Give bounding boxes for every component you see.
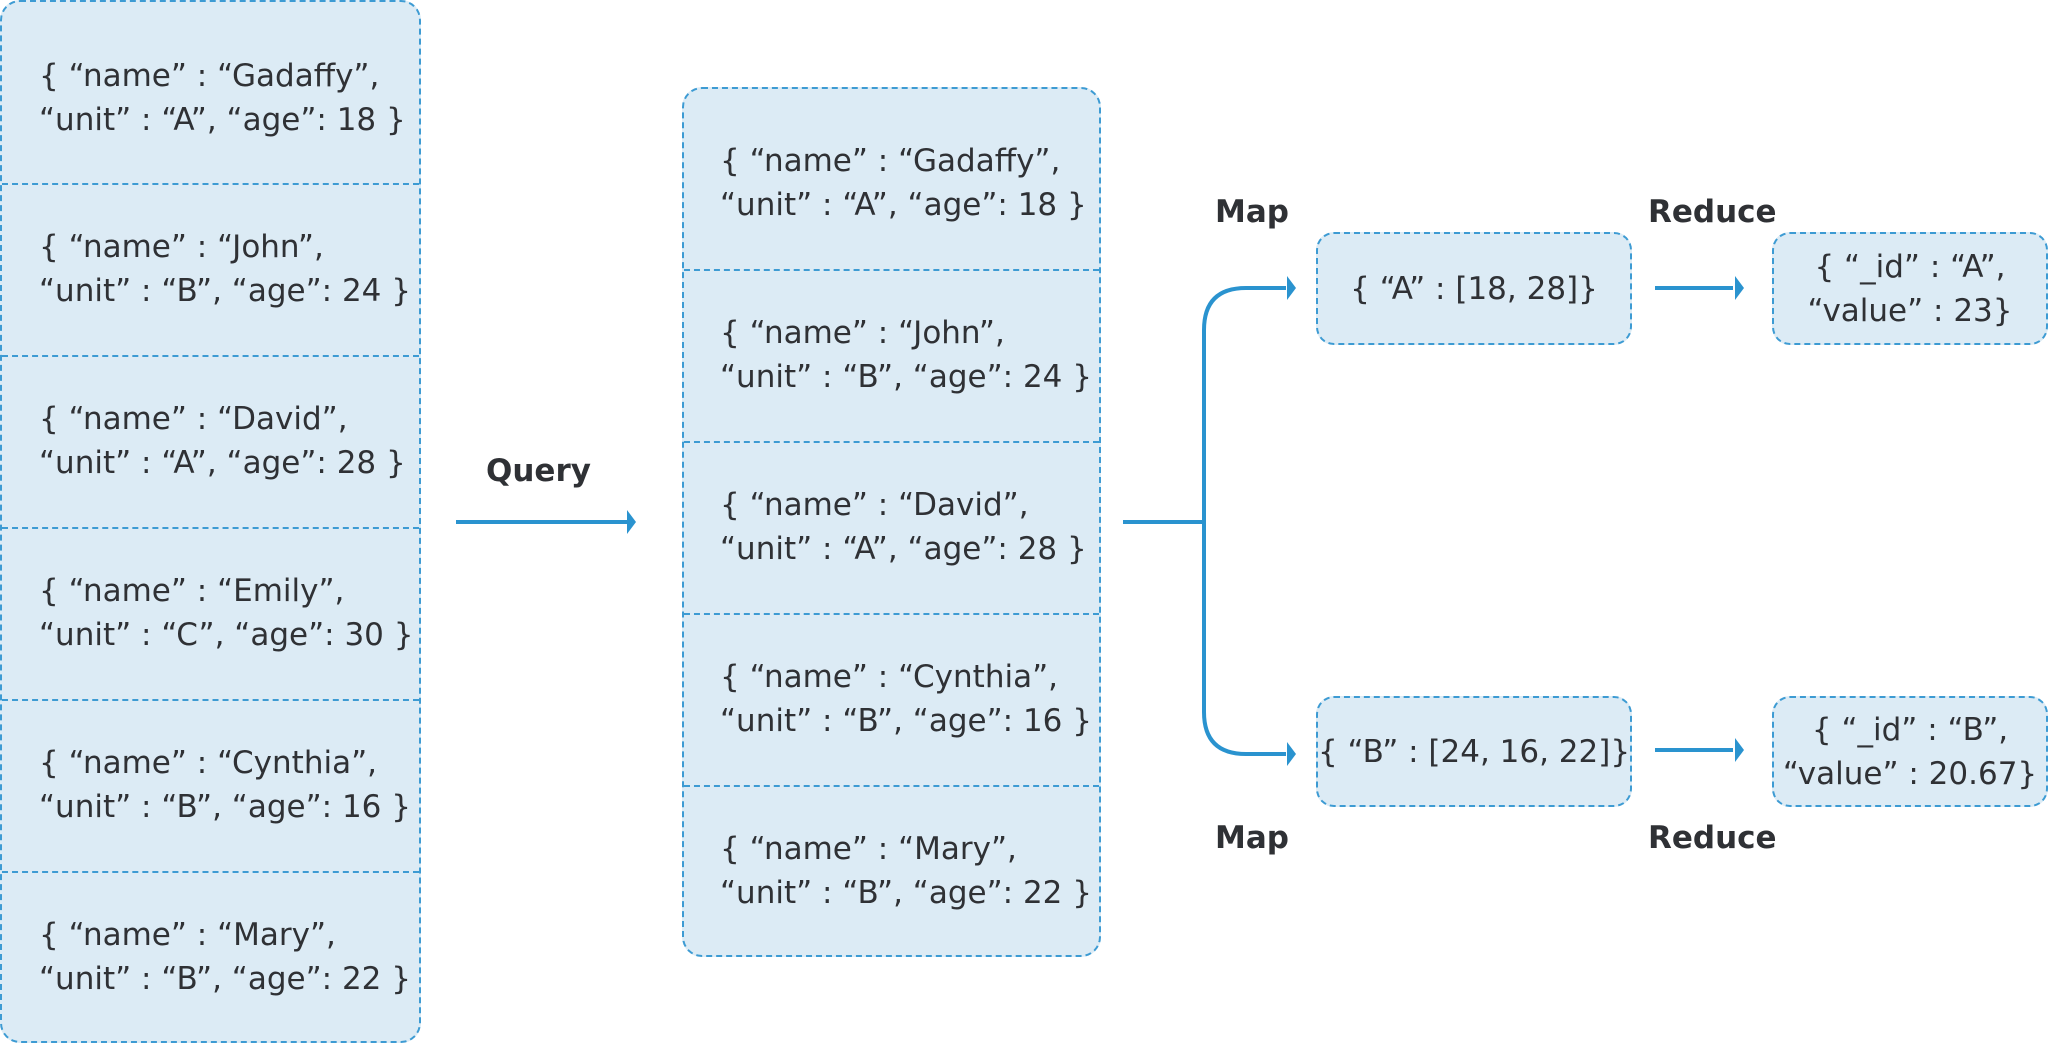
reduce-output-line: { “_id” : “A”, — [1814, 248, 2006, 285]
document-line: { “name” : “David”, — [720, 487, 1029, 523]
document-line: “unit” : “B”, “age”: 16 } — [39, 789, 411, 825]
document-line: { “name” : “Gadaffy”, — [39, 58, 380, 94]
document-line: “unit” : “B”, “age”: 16 } — [720, 703, 1092, 739]
document-line: { “name” : “David”, — [39, 401, 348, 437]
query-label: Query — [486, 453, 591, 489]
reduce-output-b: { “_id” : “B”, “value” : 20.67} — [1772, 696, 2048, 807]
query-arrowhead — [627, 510, 636, 534]
reduce-output-line: “value” : 20.67} — [1782, 755, 2038, 792]
document-line: “unit” : “A”, “age”: 28 } — [720, 531, 1087, 567]
reduce-output-line: “value” : 23} — [1807, 292, 2013, 329]
document-text: { “name” : “Cynthia”, “unit” : “B”, “age… — [39, 741, 411, 829]
input-document-cynthia: { “name” : “Cynthia”, “unit” : “B”, “age… — [2, 701, 419, 873]
document-line: { “name” : “Gadaffy”, — [720, 143, 1061, 179]
document-line: “unit” : “C”, “age”: 30 } — [39, 617, 414, 653]
map-arrowhead-bottom — [1287, 742, 1296, 766]
query-result-collection: { “name” : “Gadaffy”, “unit” : “A”, “age… — [682, 87, 1101, 957]
document-line: { “name” : “Mary”, — [720, 831, 1017, 867]
document-text: { “name” : “John”, “unit” : “B”, “age”: … — [720, 311, 1092, 399]
input-document-gadaffy: { “name” : “Gadaffy”, “unit” : “A”, “age… — [2, 2, 419, 185]
document-text: { “name” : “Emily”, “unit” : “C”, “age”:… — [39, 569, 413, 657]
map-output-b: { “B” : [24, 16, 22]} — [1316, 696, 1632, 807]
map-output-text: { “B” : [24, 16, 22]} — [1317, 733, 1631, 770]
reduce-label-top: Reduce — [1648, 194, 1777, 230]
document-line: { “name” : “Cynthia”, — [39, 745, 377, 781]
query-document-cynthia: { “name” : “Cynthia”, “unit” : “B”, “age… — [684, 615, 1099, 787]
document-line: { “name” : “Emily”, — [39, 573, 345, 609]
document-line: { “name” : “Cynthia”, — [720, 659, 1058, 695]
input-document-john: { “name” : “John”, “unit” : “B”, “age”: … — [2, 185, 419, 357]
input-document-mary: { “name” : “Mary”, “unit” : “B”, “age”: … — [2, 873, 419, 1041]
map-branch-top-line — [1202, 286, 1286, 522]
query-document-john: { “name” : “John”, “unit” : “B”, “age”: … — [684, 271, 1099, 443]
reduce-output-line: { “_id” : “B”, — [1811, 711, 2009, 748]
reduce-output-text: { “_id” : “A”, “value” : 23} — [1807, 245, 2012, 333]
reduce-output-a: { “_id” : “A”, “value” : 23} — [1772, 232, 2048, 345]
query-document-david: { “name” : “David”, “unit” : “A”, “age”:… — [684, 443, 1099, 615]
document-line: “unit” : “A”, “age”: 18 } — [39, 102, 406, 138]
query-document-gadaffy: { “name” : “Gadaffy”, “unit” : “A”, “age… — [684, 89, 1099, 271]
reduce-arrowhead-bottom — [1735, 738, 1744, 762]
document-line: “unit” : “B”, “age”: 22 } — [39, 961, 411, 997]
document-line: “unit” : “B”, “age”: 22 } — [720, 875, 1092, 911]
document-text: { “name” : “Gadaffy”, “unit” : “A”, “age… — [720, 139, 1087, 227]
document-text: { “name” : “David”, “unit” : “A”, “age”:… — [39, 397, 406, 485]
document-line: “unit” : “B”, “age”: 24 } — [720, 359, 1092, 395]
reduce-label-bottom: Reduce — [1648, 820, 1777, 856]
input-document-emily: { “name” : “Emily”, “unit” : “C”, “age”:… — [2, 529, 419, 701]
document-line: { “name” : “John”, — [720, 315, 1005, 351]
document-line: { “name” : “Mary”, — [39, 917, 336, 953]
document-text: { “name” : “John”, “unit” : “B”, “age”: … — [39, 225, 411, 313]
reduce-arrowhead-top — [1735, 276, 1744, 300]
document-line: “unit” : “A”, “age”: 28 } — [39, 445, 406, 481]
query-document-mary: { “name” : “Mary”, “unit” : “B”, “age”: … — [684, 787, 1099, 955]
document-text: { “name” : “Mary”, “unit” : “B”, “age”: … — [39, 913, 411, 1001]
map-label-bottom: Map — [1215, 820, 1289, 856]
input-collection: { “name” : “Gadaffy”, “unit” : “A”, “age… — [0, 0, 421, 1043]
document-text: { “name” : “David”, “unit” : “A”, “age”:… — [720, 483, 1087, 571]
document-text: { “name” : “Mary”, “unit” : “B”, “age”: … — [720, 827, 1092, 915]
document-line: “unit” : “A”, “age”: 18 } — [720, 187, 1087, 223]
map-branch-bottom-line — [1202, 522, 1286, 756]
reduce-output-text: { “_id” : “B”, “value” : 20.67} — [1783, 708, 2037, 796]
document-line: “unit” : “B”, “age”: 24 } — [39, 273, 411, 309]
map-output-a: { “A” : [18, 28]} — [1316, 232, 1632, 345]
map-arrowhead-top — [1287, 276, 1296, 300]
document-line: { “name” : “John”, — [39, 229, 324, 265]
map-output-text: { “A” : [18, 28]} — [1350, 270, 1598, 307]
document-text: { “name” : “Cynthia”, “unit” : “B”, “age… — [720, 655, 1092, 743]
document-text: { “name” : “Gadaffy”, “unit” : “A”, “age… — [39, 54, 406, 142]
input-document-david: { “name” : “David”, “unit” : “A”, “age”:… — [2, 357, 419, 529]
map-label-top: Map — [1215, 194, 1289, 230]
